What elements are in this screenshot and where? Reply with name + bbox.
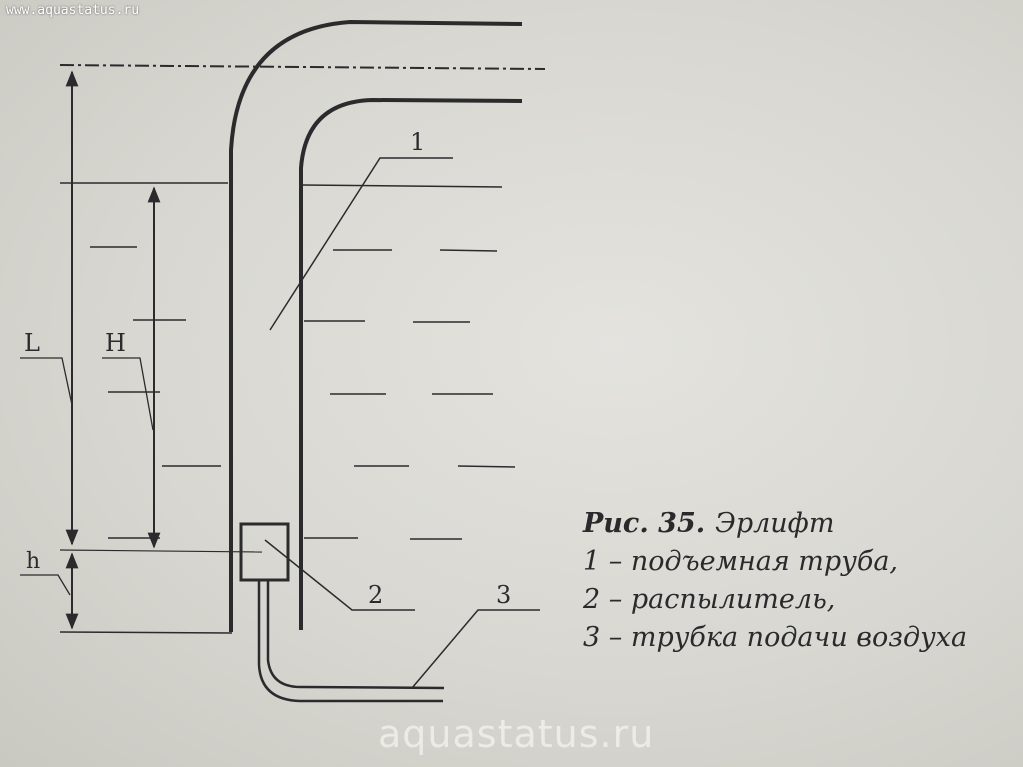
water-dashes-right bbox=[304, 249, 516, 540]
leader-H bbox=[102, 357, 154, 431]
figure-caption: Рис. 35. Эрлифт 1 – подъемная труба, 2 – … bbox=[583, 505, 967, 657]
leader-2 bbox=[264, 539, 415, 611]
figure-title: Эрлифт bbox=[715, 508, 835, 539]
leader-h bbox=[20, 574, 71, 596]
sprayer-box bbox=[239, 522, 290, 582]
air-tube-inner bbox=[266, 581, 445, 690]
leader-L bbox=[20, 357, 73, 406]
label-h: h bbox=[26, 549, 40, 574]
label-2: 2 bbox=[368, 581, 383, 609]
label-1: 1 bbox=[410, 128, 425, 156]
leader-1 bbox=[269, 157, 453, 331]
label-H: H bbox=[105, 329, 126, 357]
leader-3 bbox=[411, 609, 540, 689]
bottom-line bbox=[59, 631, 233, 634]
top-level-line bbox=[59, 64, 546, 70]
water-dashes-left bbox=[90, 246, 221, 539]
air-tube-outer bbox=[257, 581, 443, 703]
watermark-top: www.aquastatus.ru bbox=[6, 3, 140, 18]
figure-number: Рис. 35. bbox=[583, 508, 706, 539]
water-level-right bbox=[301, 184, 503, 188]
caption-heading: Рис. 35. Эрлифт bbox=[583, 505, 967, 543]
caption-item-1: 1 – подъемная труба, bbox=[583, 546, 899, 577]
lift-tube-outer-wall bbox=[229, 19, 523, 632]
lift-tube-inner-wall bbox=[299, 97, 523, 630]
sprayer-level-line bbox=[59, 549, 263, 553]
caption-item-2: 2 – распылитель, bbox=[583, 584, 836, 615]
label-3: 3 bbox=[496, 581, 511, 609]
watermark-bottom: aquastatus.ru bbox=[378, 712, 655, 756]
label-L: L bbox=[24, 329, 40, 357]
caption-item-3: 3 – трубка подачи воздуха bbox=[583, 622, 968, 653]
